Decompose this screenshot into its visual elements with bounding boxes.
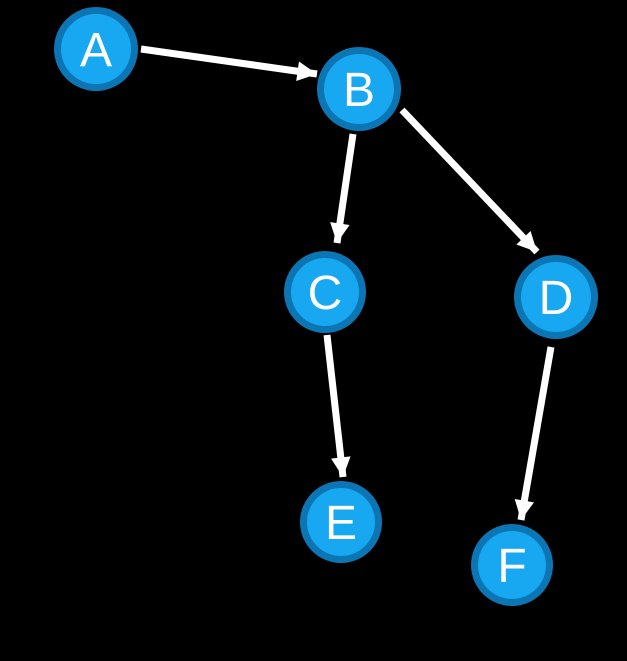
node-D[interactable]: D xyxy=(514,255,598,339)
edge-B-D xyxy=(399,107,540,255)
node-A[interactable]: A xyxy=(54,7,138,91)
node-B-fill xyxy=(324,54,394,124)
node-F[interactable]: F xyxy=(471,524,553,606)
node-F-fill xyxy=(478,531,546,599)
node-E-fill xyxy=(307,488,375,556)
node-D-fill xyxy=(521,262,591,332)
node-C[interactable]: C xyxy=(284,251,366,333)
edge-D-F xyxy=(514,346,555,521)
node-C-fill xyxy=(291,258,359,326)
edge-B-C xyxy=(330,133,357,244)
edge-A-B xyxy=(140,45,318,81)
node-E[interactable]: E xyxy=(300,481,382,563)
nodes-layer: A B C D E F xyxy=(54,7,598,606)
node-A-fill xyxy=(61,14,131,84)
node-B[interactable]: B xyxy=(317,47,401,131)
edge-C-E xyxy=(323,334,351,478)
edges-layer xyxy=(140,45,555,521)
